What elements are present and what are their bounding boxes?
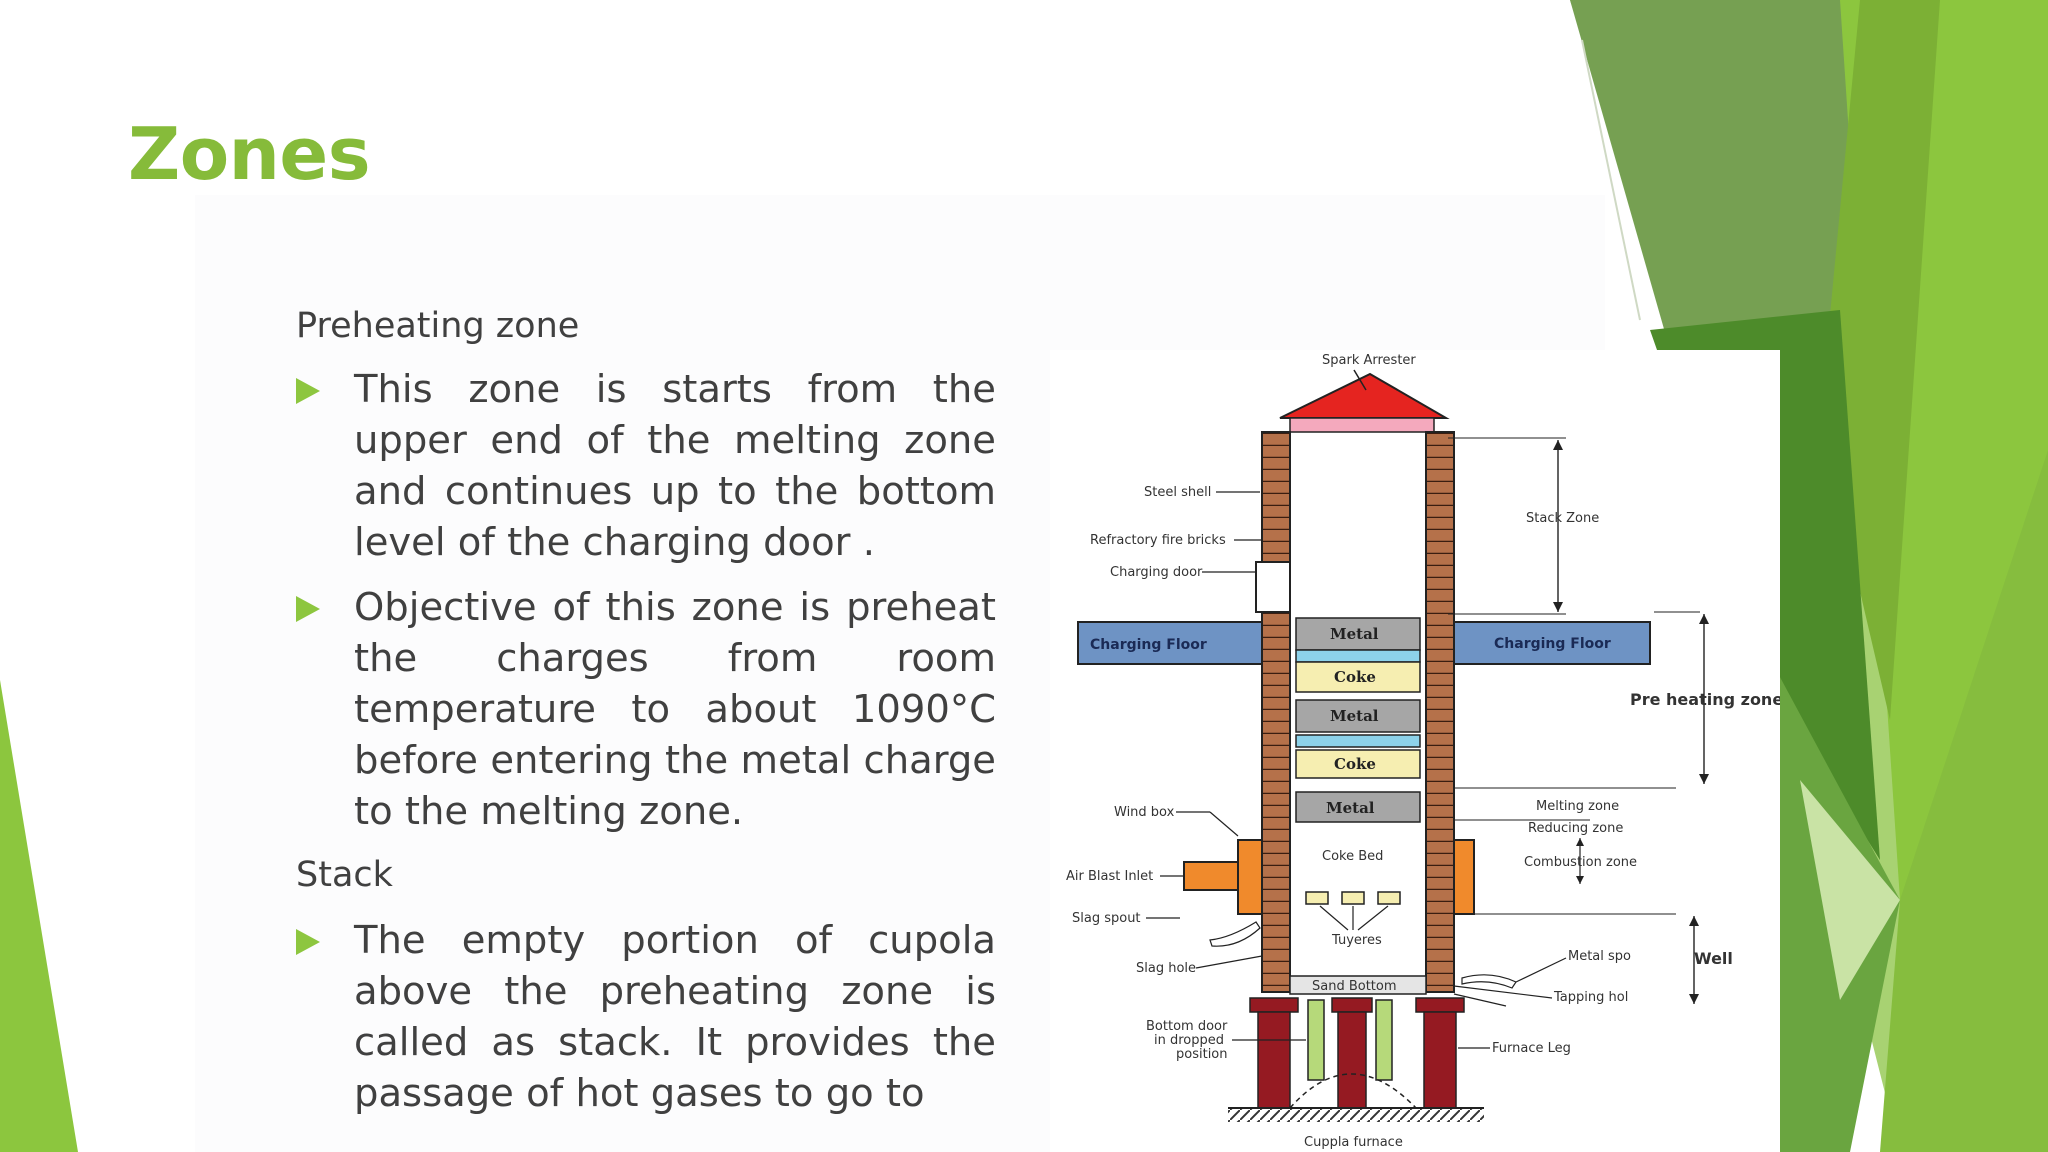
right-wall — [1425, 431, 1455, 993]
charging-floor-left — [1077, 621, 1263, 665]
charging-door — [1255, 561, 1291, 613]
furnace-leg — [1337, 1011, 1367, 1109]
label-tapping-hole: Tapping hol — [1553, 990, 1628, 1005]
bullet-triangle-icon — [296, 582, 354, 622]
layer-label: Metal — [1326, 799, 1375, 817]
bullet-text: Objective of this zone is preheat the ch… — [354, 585, 996, 834]
ground-hatch — [1228, 1108, 1484, 1122]
figure-caption: Cuppla furnace — [1304, 1135, 1403, 1150]
tuyere — [1341, 891, 1365, 905]
bullet-text: The empty portion of cupola above the pr… — [354, 918, 996, 1116]
label-charging-floor-right: Charging Floor — [1494, 636, 1611, 652]
label-sand-bottom: Sand Bottom — [1312, 979, 1397, 994]
label-refractory: Refractory fire bricks — [1090, 533, 1226, 548]
label-coke-bed: Coke Bed — [1322, 849, 1383, 864]
leg-top — [1249, 997, 1299, 1013]
layer-label: Metal — [1330, 707, 1379, 725]
spark-arrester-base — [1289, 417, 1435, 433]
label-metal-spout: Metal spo — [1568, 949, 1631, 964]
left-wall — [1261, 431, 1291, 993]
layer-flux-2 — [1295, 734, 1421, 748]
label-reducing-zone: Reducing zone — [1528, 821, 1623, 836]
label-charging-floor-left: Charging Floor — [1090, 637, 1207, 653]
layer-flux-1 — [1295, 649, 1421, 663]
label-charging-door: Charging door — [1110, 565, 1203, 580]
layer-metal-2 — [1295, 699, 1421, 733]
bullet-triangle-icon — [296, 364, 354, 404]
label-preheating-zone: Pre heating zone — [1630, 690, 1780, 709]
layer-label: Metal — [1330, 625, 1379, 643]
spark-arrester-roof — [1279, 372, 1450, 419]
label-well: Well — [1694, 949, 1733, 968]
bottom-door — [1307, 999, 1325, 1081]
layer-coke-1 — [1295, 661, 1421, 693]
label-bottom-door-1: Bottom door — [1146, 1019, 1228, 1034]
wind-box-left — [1237, 839, 1263, 915]
wind-box-right — [1453, 839, 1475, 915]
bullet-triangle-icon — [296, 915, 354, 955]
leg-top — [1415, 997, 1465, 1013]
label-spark-arrester: Spark Arrester — [1322, 353, 1416, 368]
section-heading-preheating: Preheating zone — [296, 306, 580, 346]
label-stack-zone: Stack Zone — [1526, 511, 1599, 526]
tuyere — [1305, 891, 1329, 905]
cupola-furnace-diagram: Spark Arrester Charging Floor Charging F… — [1050, 350, 1780, 1152]
label-combustion-zone: Combustion zone — [1524, 855, 1637, 870]
slide-body: Preheating zone This zone is starts from… — [296, 300, 996, 1133]
label-furnace-leg: Furnace Leg — [1492, 1041, 1571, 1056]
label-bottom-door-3: position — [1176, 1047, 1228, 1062]
slide-title: Zones — [128, 112, 371, 196]
bottom-door — [1375, 999, 1393, 1081]
layer-metal-3 — [1295, 791, 1421, 823]
label-wind-box: Wind box — [1114, 805, 1175, 820]
label-melting-zone: Melting zone — [1536, 799, 1619, 814]
layer-coke-2 — [1295, 749, 1421, 779]
layer-label: Coke — [1334, 668, 1376, 686]
bullet-text: This zone is starts from the upper end o… — [354, 367, 996, 565]
air-blast-inlet — [1183, 861, 1239, 891]
bullet-item: This zone is starts from the upper end o… — [296, 364, 996, 568]
furnace-leg — [1257, 1011, 1291, 1109]
label-air-blast: Air Blast Inlet — [1066, 869, 1153, 884]
label-slag-spout: Slag spout — [1072, 911, 1141, 926]
label-steel-shell: Steel shell — [1144, 485, 1211, 500]
sand-bottom — [1289, 975, 1427, 995]
label-slag-hole: Slag hole — [1136, 961, 1196, 976]
label-bottom-door-2: in dropped — [1154, 1033, 1224, 1048]
bullet-item: The empty portion of cupola above the pr… — [296, 915, 996, 1119]
bullet-item: Objective of this zone is preheat the ch… — [296, 582, 996, 837]
layer-label: Coke — [1334, 755, 1376, 773]
charging-floor-right — [1453, 621, 1651, 665]
leg-top — [1331, 997, 1373, 1013]
label-tuyeres: Tuyeres — [1331, 933, 1382, 948]
section-heading-stack: Stack — [296, 855, 393, 895]
tuyere — [1377, 891, 1401, 905]
furnace-leg — [1423, 1011, 1457, 1109]
